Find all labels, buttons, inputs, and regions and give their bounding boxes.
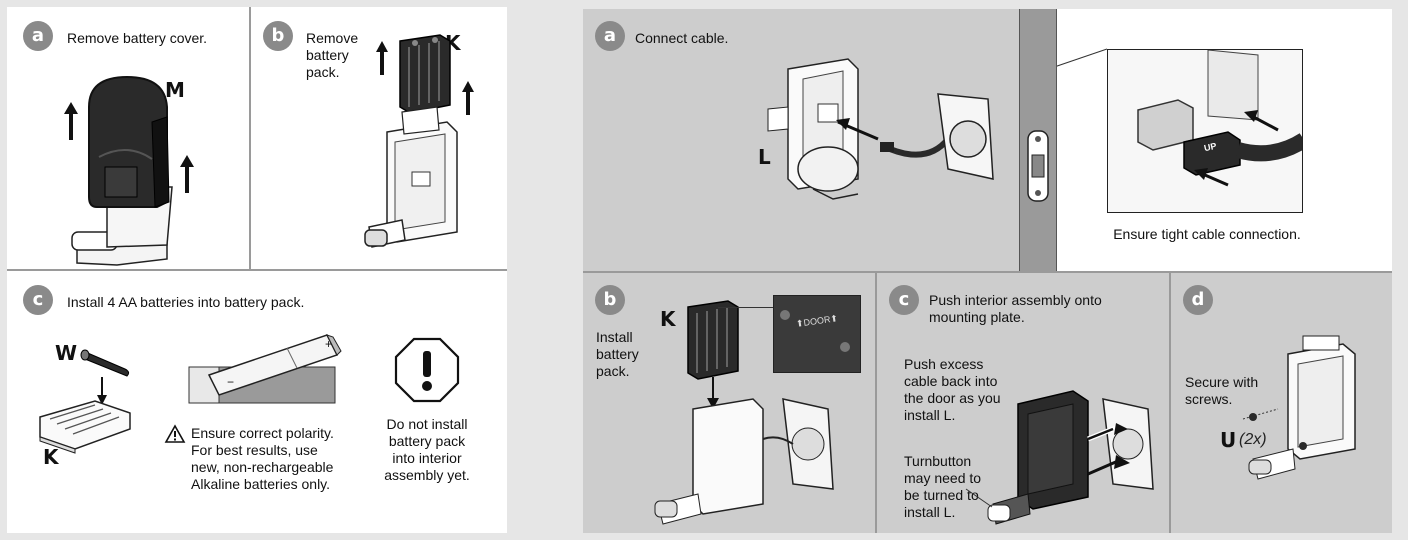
part-label-u: U	[1220, 428, 1237, 452]
panel-divider	[249, 7, 251, 269]
battery-pack-illustration	[399, 34, 451, 114]
stop-octagon-icon	[394, 337, 460, 403]
caution-text-line: Do not install	[386, 416, 468, 432]
cable-note-line: install L.	[904, 407, 956, 423]
step-instruction-line: pack.	[596, 363, 630, 379]
step-badge-c: c	[23, 285, 53, 315]
step-instruction-line: battery	[306, 47, 349, 63]
cable-note-line: the door as you	[904, 390, 1001, 406]
interior-assembly-illustration	[767, 58, 859, 200]
strike-plate-illustration	[1027, 130, 1049, 202]
door-label: ⬆DOOR⬆	[795, 313, 839, 329]
right-page: a Connect cable. L	[583, 9, 1392, 533]
turnbutton-note-line: be turned to	[904, 487, 979, 503]
caution-text-line: assembly yet.	[384, 467, 470, 483]
turnbutton-note-line: may need to	[904, 470, 982, 486]
cable-note-line: cable back into	[904, 373, 998, 389]
detail-screw	[840, 342, 850, 352]
step-badge-b: b	[595, 285, 625, 315]
zoom-lines	[1057, 48, 1108, 67]
battery-tray-illustration	[39, 400, 131, 454]
aa-battery-illustration	[80, 349, 130, 377]
part-label-k: K	[43, 445, 59, 469]
warning-text-line: new, non-rechargeable	[191, 459, 334, 475]
battery-polarity-illustration	[188, 334, 342, 404]
part-label-l: L	[758, 145, 771, 169]
up-arrow-icon	[180, 155, 194, 193]
caution-text-line: battery pack	[388, 433, 466, 449]
step-instruction: Connect cable.	[635, 30, 729, 46]
battery-minus-sign: −	[227, 375, 235, 389]
screw-quantity: (2x)	[1239, 431, 1267, 448]
step-instruction-line: battery	[596, 346, 639, 362]
step-instruction-line: Remove	[306, 30, 359, 46]
turnbutton-note-line: install L.	[904, 504, 956, 520]
interior-assembly-illustration	[364, 106, 458, 248]
warning-text-line: Alkaline batteries only.	[191, 476, 331, 492]
step-instruction-line: mounting plate.	[929, 309, 1025, 325]
step-instruction-line: Push interior assembly onto	[929, 292, 1102, 308]
warning-text-line: Ensure correct polarity.	[191, 425, 334, 441]
warning-text-line: For best results, use	[191, 442, 318, 458]
down-arrow-icon	[97, 377, 107, 405]
battery-plus-sign: +	[325, 337, 333, 351]
cable-illustration	[836, 93, 994, 180]
step-badge-b: b	[263, 21, 293, 51]
step-instruction-line: pack.	[306, 64, 340, 80]
step-instruction-line: Secure with	[1185, 374, 1259, 390]
step-instruction-line: screws.	[1185, 391, 1233, 407]
step-instruction-line: Install	[596, 329, 633, 345]
zoom-detail-box: UP	[1107, 49, 1303, 213]
panel-divider	[1169, 271, 1171, 533]
part-label-m: M	[165, 78, 185, 102]
connect-cable-panel: a Connect cable. L	[583, 9, 1019, 271]
panel-divider	[583, 271, 1392, 273]
door-label-detail-box: ⬆DOOR⬆	[773, 295, 861, 373]
detail-screw	[780, 310, 790, 320]
cable-detail-panel: UP Ensure tight cable connection.	[1057, 9, 1392, 271]
left-page: a Remove battery cover. M b Remove batte…	[7, 7, 507, 533]
up-arrow-icon	[376, 41, 388, 75]
step-instruction: Install 4 AA batteries into battery pack…	[67, 294, 305, 310]
step-badge-a: a	[595, 21, 625, 51]
step-badge-a: a	[23, 21, 53, 51]
panel-divider	[7, 269, 507, 271]
step-badge-d: d	[1183, 285, 1213, 315]
panel-divider	[875, 271, 877, 533]
secure-screws-illustration	[1242, 335, 1356, 480]
cable-note-line: Push excess	[904, 356, 984, 372]
up-arrow-icon	[64, 102, 78, 140]
step-instruction: Remove battery cover.	[67, 30, 208, 46]
connector-detail-illustration	[1137, 50, 1302, 187]
down-arrow-icon	[707, 377, 719, 409]
part-label-w: W	[55, 341, 78, 365]
turnbutton-note-line: Turnbutton	[904, 453, 972, 469]
up-arrow-icon	[462, 81, 474, 115]
connection-note: Ensure tight cable connection.	[1113, 226, 1301, 242]
battery-cover-illustration	[71, 75, 173, 266]
caution-text-line: into interior	[392, 450, 462, 466]
step-badge-c: c	[889, 285, 919, 315]
warning-triangle-icon	[164, 424, 186, 443]
push-assembly-illustration	[965, 390, 1154, 525]
callout-line	[718, 307, 774, 308]
part-label-k: K	[660, 307, 676, 331]
battery-pack-illustration	[687, 300, 739, 380]
interior-assembly-illustration	[654, 398, 834, 525]
